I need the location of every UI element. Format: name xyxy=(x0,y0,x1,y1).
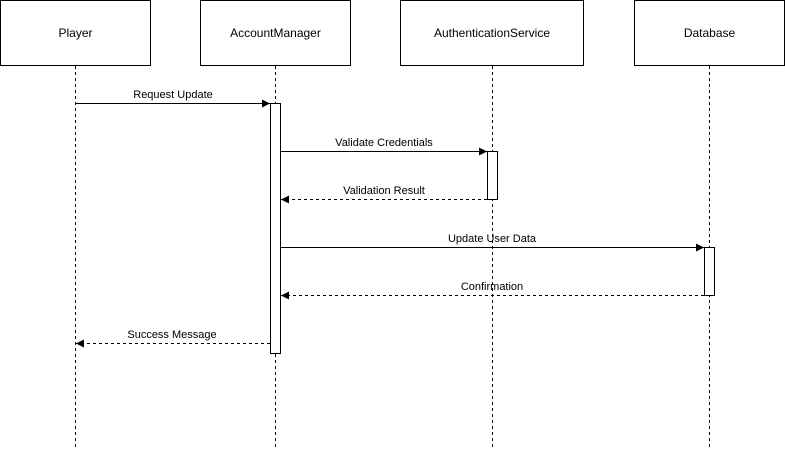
message-update-user-data-label: Update User Data xyxy=(448,233,537,245)
participant-player-label: Player xyxy=(58,26,92,40)
message-validate-credentials-label: Validate Credentials xyxy=(335,137,433,149)
message-validation-result: Validation Result xyxy=(281,185,487,204)
activation-database xyxy=(704,247,715,296)
message-validate-credentials: Validate Credentials xyxy=(281,137,487,156)
message-update-user-data: Update User Data xyxy=(281,233,704,252)
message-request-update: Request Update xyxy=(76,89,270,108)
participant-authentication-service-label: AuthenticationService xyxy=(434,26,550,40)
participant-player: Player xyxy=(0,0,151,66)
participant-authentication-service: AuthenticationService xyxy=(400,0,584,66)
activation-authentication-service xyxy=(487,151,498,200)
participant-account-manager: AccountManager xyxy=(200,0,351,66)
activation-account-manager xyxy=(270,103,281,354)
message-confirmation: Confirmation xyxy=(281,281,704,300)
participant-account-manager-label: AccountManager xyxy=(230,26,321,40)
message-confirmation-label: Confirmation xyxy=(461,281,523,293)
participant-database-label: Database xyxy=(684,26,736,40)
message-validation-result-label: Validation Result xyxy=(343,185,425,197)
message-success-message: Success Message xyxy=(76,329,270,348)
message-request-update-label: Request Update xyxy=(133,89,213,101)
message-success-message-label: Success Message xyxy=(127,329,216,341)
participant-database: Database xyxy=(634,0,785,66)
